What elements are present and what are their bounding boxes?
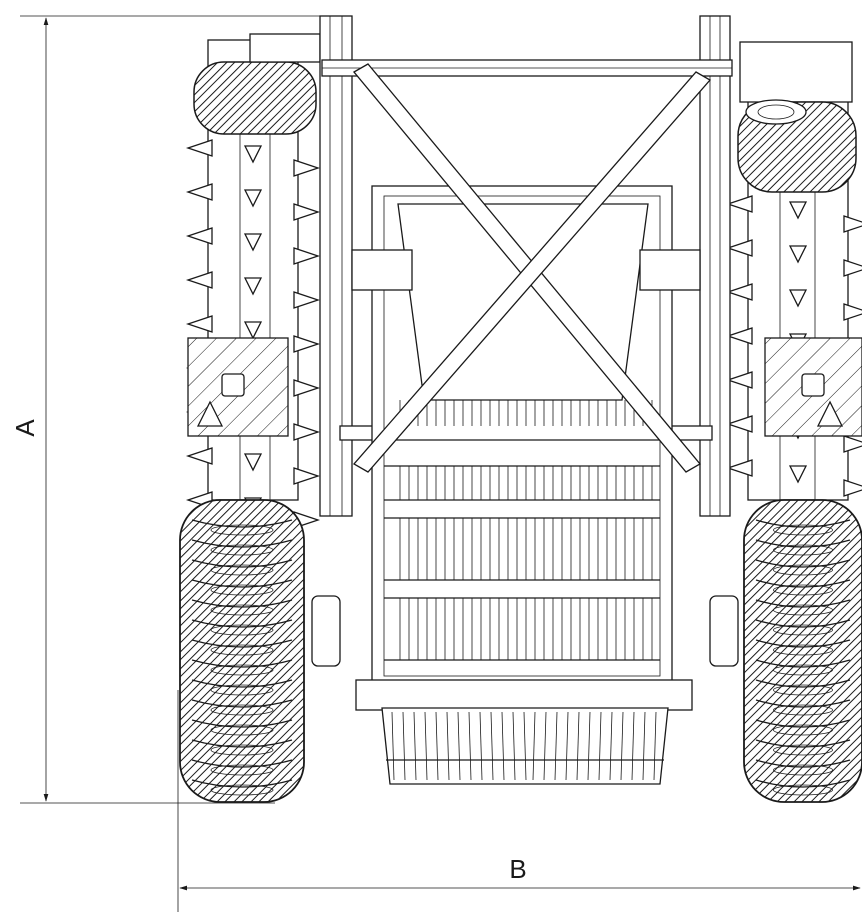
dimension-b: B: [177, 690, 861, 912]
right-lower-wheel: [743, 499, 862, 803]
left-mount-bracket: [351, 249, 413, 291]
left-wheel-hub: [311, 595, 341, 667]
right-warning-triangle: [816, 400, 844, 427]
right-mount-bracket: [639, 249, 701, 291]
right-frame-post: [699, 15, 731, 517]
lower-beam: [355, 679, 693, 711]
conveyor-slats: [384, 400, 660, 661]
cross-brace-bar-2: [352, 71, 712, 473]
left-frame-post: [319, 15, 353, 517]
right-gearbox-cap: [801, 373, 825, 397]
right-top-cover: [739, 41, 853, 103]
dimension-a: A: [10, 15, 330, 804]
sieve-bars: [386, 711, 664, 781]
left-warning-triangle: [196, 400, 224, 427]
dimension-a-label: A: [10, 419, 40, 437]
lower-sieve: [355, 679, 693, 785]
dimension-b-label: B: [509, 854, 526, 884]
right-upper-wheel: [737, 99, 857, 193]
cross-brace: [352, 63, 712, 473]
left-lower-wheel: [179, 499, 305, 803]
left-upper-wheel: [193, 33, 321, 135]
right-wheel-hub: [709, 595, 739, 667]
left-gearbox-cap: [221, 373, 245, 397]
